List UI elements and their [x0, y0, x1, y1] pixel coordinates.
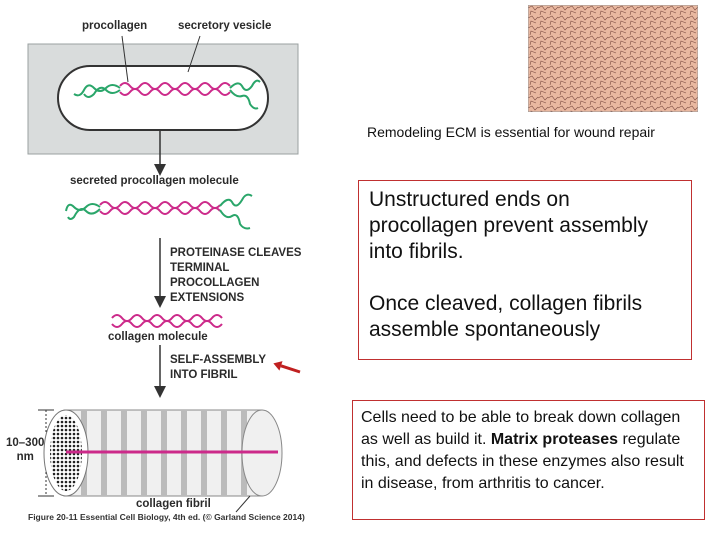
- label-procollagen: procollagen: [82, 20, 148, 32]
- figure-citation: Figure 20-11 Essential Cell Biology, 4th…: [28, 512, 305, 522]
- secretory-vesicle: [57, 65, 269, 131]
- step-proteinase-cleaves: PROTEINASE CLEAVES TERMINAL PROCOLLAGEN …: [170, 247, 302, 304]
- label-collagen-fibril: collagen fibril: [136, 498, 211, 510]
- step-self-assembly: SELF-ASSEMBLY INTO FIBRIL: [170, 354, 267, 381]
- procollagen-molecule: [73, 79, 261, 110]
- collagen-fibril-graphic: [43, 409, 283, 497]
- proteases-bold: Matrix proteases: [490, 431, 619, 448]
- proteases-text-1: Cells need to be able to break down coll…: [361, 409, 681, 448]
- collagen-assembly-diagram: [27, 35, 301, 513]
- label-diameter: 10–300 nm: [6, 437, 45, 463]
- secreted-procollagen-molecule: [65, 193, 253, 230]
- proteases-text-2: regulate this, and defects in these enzy…: [361, 431, 684, 492]
- collagen-molecule-graphic: [111, 314, 223, 328]
- wound-tissue-image: [528, 5, 698, 112]
- label-secretory-vesicle: secretory vesicle: [178, 20, 272, 32]
- proteases-box: Cells need to be able to break down coll…: [352, 400, 705, 520]
- label-collagen-molecule: collagen molecule: [108, 331, 208, 343]
- explanation-paragraph-2: Once cleaved, collagen fibrils assemble …: [369, 292, 643, 341]
- image-caption: Remodeling ECM is essential for wound re…: [367, 124, 655, 140]
- label-secreted-procollagen: secreted procollagen molecule: [70, 175, 239, 187]
- pointer-arrow: [273, 361, 301, 374]
- explanation-paragraph-1: Unstructured ends on procollagen prevent…: [369, 188, 648, 263]
- explanation-box: Unstructured ends on procollagen prevent…: [358, 180, 692, 360]
